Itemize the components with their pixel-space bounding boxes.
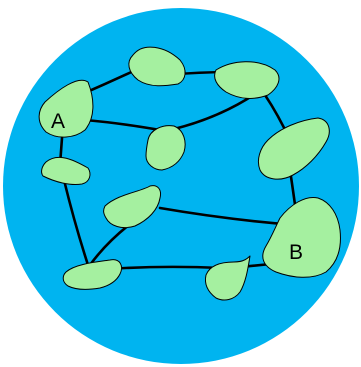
router-node-center — [145, 125, 186, 171]
router-node-a — [38, 79, 94, 138]
router-node-right — [257, 117, 330, 180]
router-node-b — [262, 196, 341, 278]
router-node-mid-left — [103, 185, 161, 229]
link-a-center — [83, 118, 162, 132]
router-node-left — [41, 156, 91, 185]
router-node-bottom-left — [62, 259, 123, 290]
router-node-top-right — [214, 61, 280, 99]
label-a: A — [51, 110, 65, 133]
router-node-top — [128, 46, 186, 87]
router-node-bottom — [205, 255, 251, 301]
label-b: B — [289, 241, 303, 264]
link-left-bottomleft — [62, 178, 90, 267]
nodes — [38, 46, 341, 301]
